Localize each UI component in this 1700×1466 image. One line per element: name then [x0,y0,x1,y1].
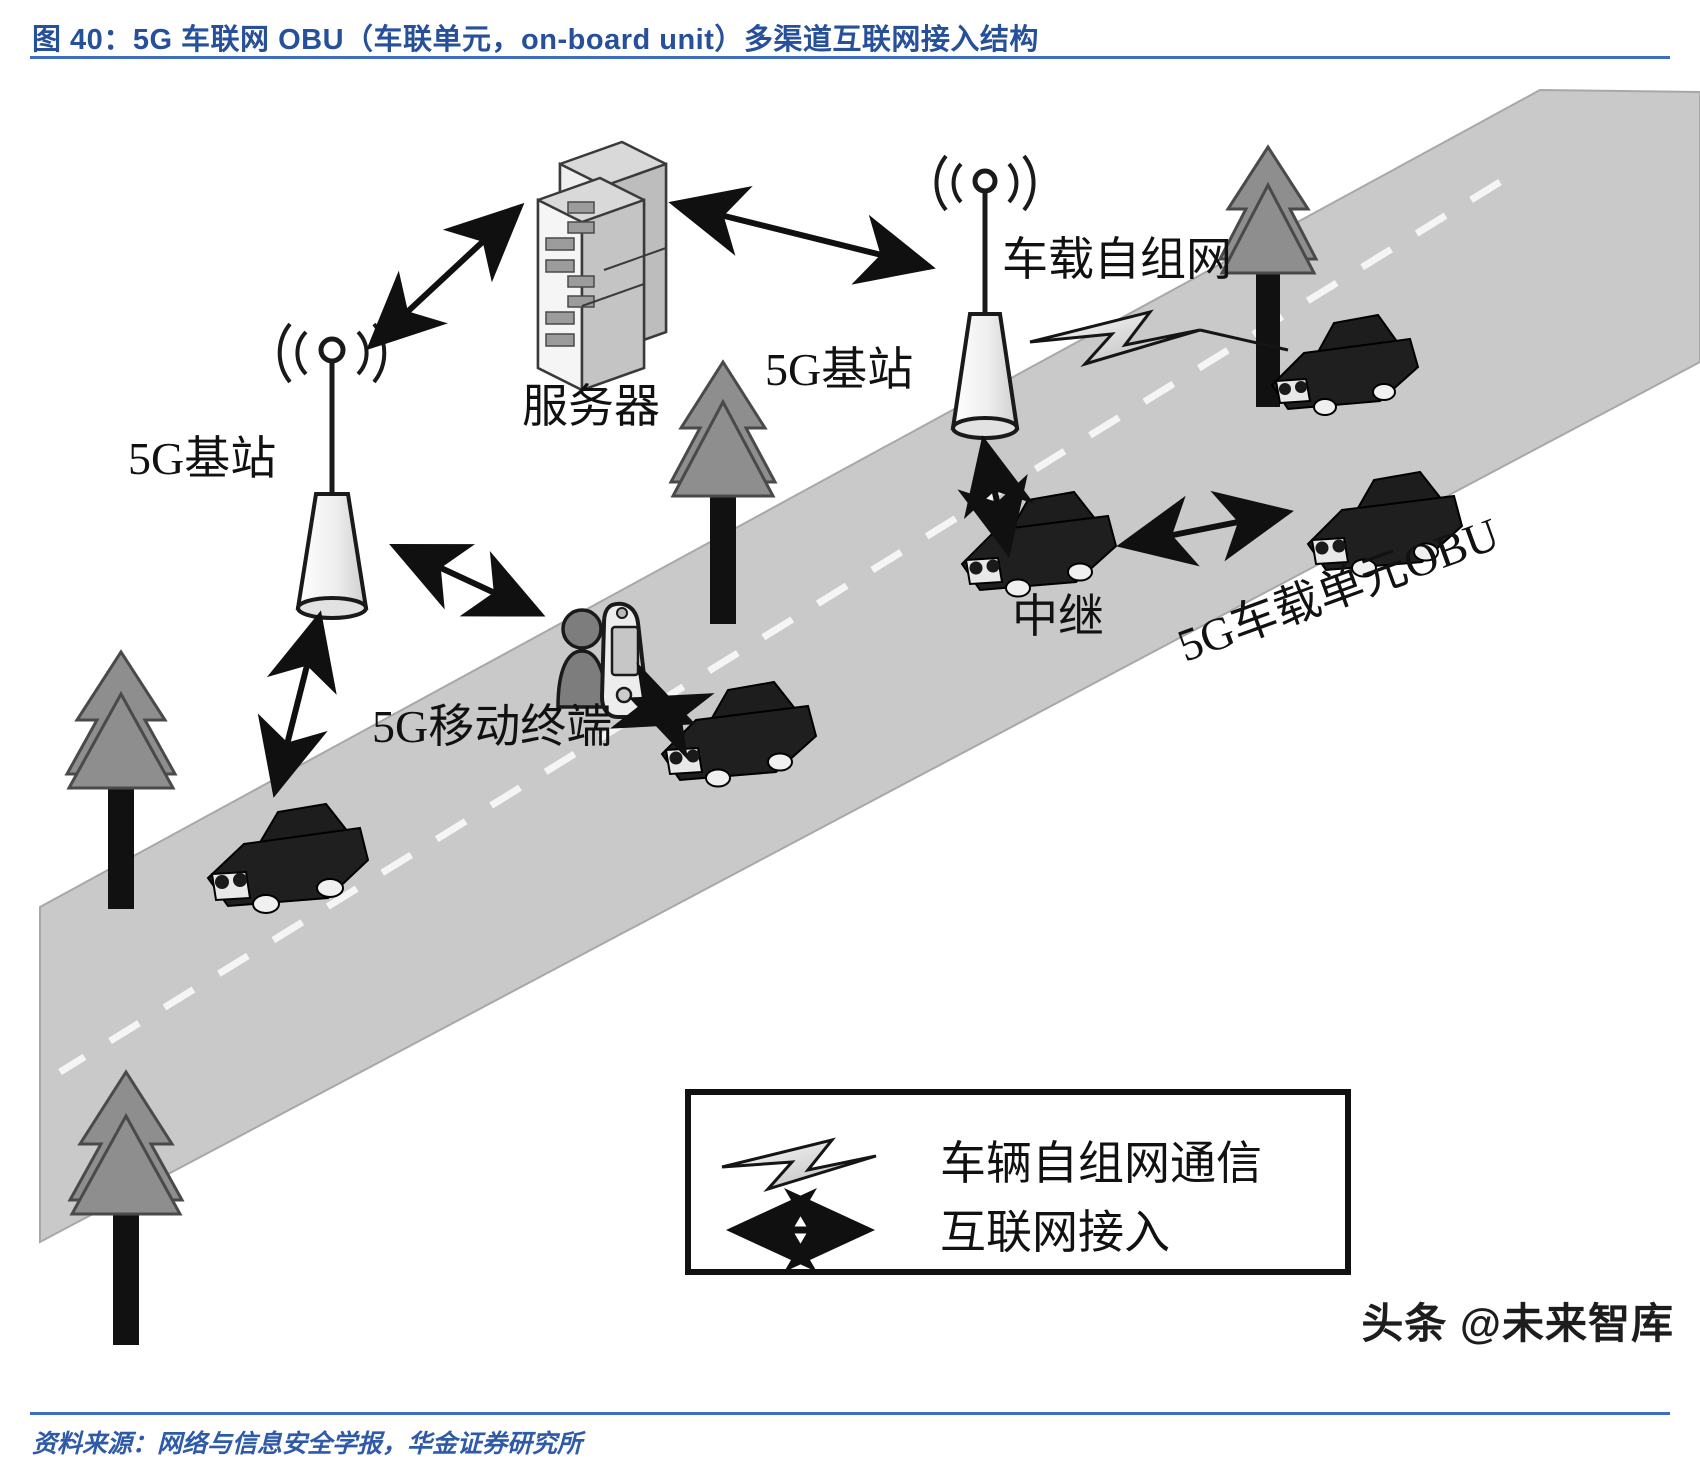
tree-icon [668,359,778,624]
label-vanet: 车载自组网 [1002,234,1232,285]
cell-tower-icon [934,154,1036,440]
footer-divider [30,1412,1670,1415]
legend-label-internet: 互联网接入 [940,1207,1170,1258]
vanet-link-icon [1029,309,1289,367]
source-note: 资料来源：网络与信息安全学报，华金证券研究所 [32,1431,583,1458]
tree-icon [67,1069,185,1345]
label-relay: 中继 [1012,591,1104,642]
label-mobile-terminal: 5G移动终端 [372,701,612,752]
page-title: 图 40：5G 车联网 OBU（车联单元，on-board unit）多渠道互联… [32,24,1039,56]
tree-icon [1217,144,1319,407]
car-icon [1306,470,1464,578]
internet-arrow [257,185,1294,798]
road-surface [39,88,1700,1244]
legend: 车辆自组网通信 互联网接入 [685,1089,1351,1275]
watermark: 头条 @未来智库 [1361,1300,1674,1347]
car-icon [206,802,370,914]
car-icon [1270,313,1420,416]
label-base-station-left: 5G基站 [128,433,276,484]
cell-tower-icon [277,322,387,620]
tree-icon [64,649,178,909]
server-icon [536,140,668,393]
lightning-bolt-icon [721,1137,877,1192]
legend-label-vanet: 车辆自组网通信 [940,1138,1262,1189]
label-server: 服务器 [522,381,660,432]
title-divider [30,56,1670,59]
diagram-canvas: 服务器 5G基站 5G基站 车载自组网 5G移动终端 中继 5G车载单元OBU … [0,62,1700,1407]
label-base-station-right: 5G基站 [765,344,913,395]
